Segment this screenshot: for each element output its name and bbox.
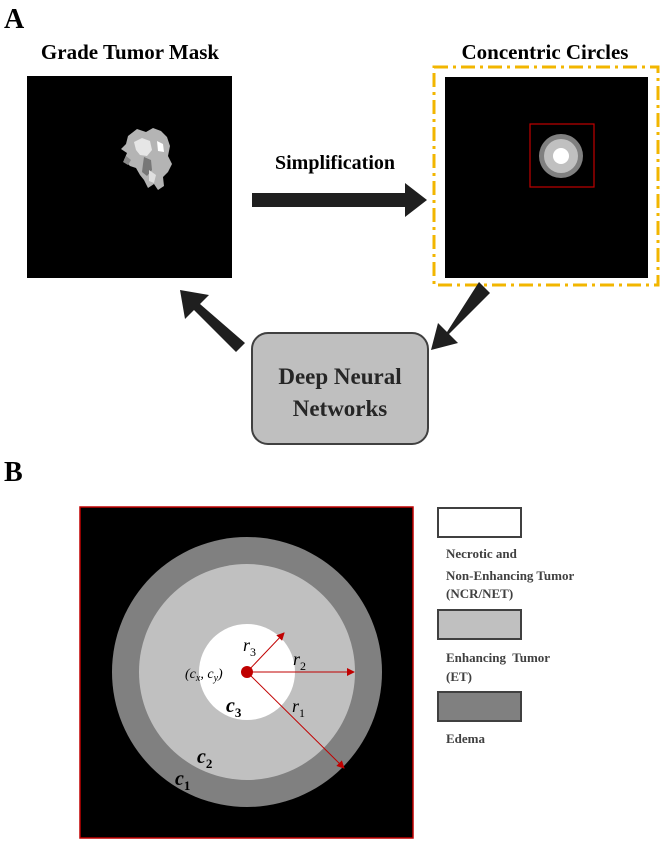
r1-subscript: 1 xyxy=(299,706,305,720)
legend-enhancing-line2: (ET) xyxy=(446,669,472,684)
network-label-line2: Networks xyxy=(293,396,388,421)
network-label-line1: Deep Neural xyxy=(278,364,401,389)
deep-neural-networks-box: Deep Neural Networks xyxy=(251,332,429,445)
grade-tumor-mask-title: Grade Tumor Mask xyxy=(41,40,219,64)
r3-subscript: 3 xyxy=(250,645,256,659)
concentric-circles-image xyxy=(432,65,660,287)
legend-swatch-necrotic xyxy=(437,507,522,538)
concentric-circles-detail: (cx, cy) r3 r2 r1 c3 c2 c1 xyxy=(79,506,414,839)
concentric-circles-title: Concentric Circles xyxy=(462,40,629,64)
r2-subscript: 2 xyxy=(300,659,306,673)
legend-necrotic-line2: Non-Enhancing Tumor xyxy=(446,568,574,583)
legend-necrotic-line1: Necrotic and xyxy=(446,546,518,561)
c2-subscript: 2 xyxy=(206,756,213,771)
center-point xyxy=(241,666,253,678)
legend: Necrotic and Non-Enhancing Tumor (NCR/NE… xyxy=(437,507,574,746)
legend-necrotic-line3: (NCR/NET) xyxy=(446,586,513,601)
network-to-mask-arrow xyxy=(180,290,245,352)
legend-enhancing-line1: Enhancing Tumor xyxy=(446,650,550,665)
simplification-arrow xyxy=(252,183,427,217)
tumor-mask-image xyxy=(27,76,232,278)
legend-swatch-edema xyxy=(437,691,522,722)
radius-r1-arrow xyxy=(246,671,345,769)
legend-swatch-enhancing xyxy=(437,609,522,640)
simplification-label: Simplification xyxy=(275,152,395,174)
c1-subscript: 1 xyxy=(184,778,191,793)
center-label: (cx, cy) xyxy=(185,667,223,684)
radius-r3-arrow xyxy=(246,632,285,673)
panel-b-label: B xyxy=(4,457,23,488)
panel-a-label: A xyxy=(4,4,25,35)
c3-subscript: 3 xyxy=(235,705,242,720)
circles-to-network-arrow xyxy=(431,282,490,350)
legend-edema-line1: Edema xyxy=(446,731,486,746)
